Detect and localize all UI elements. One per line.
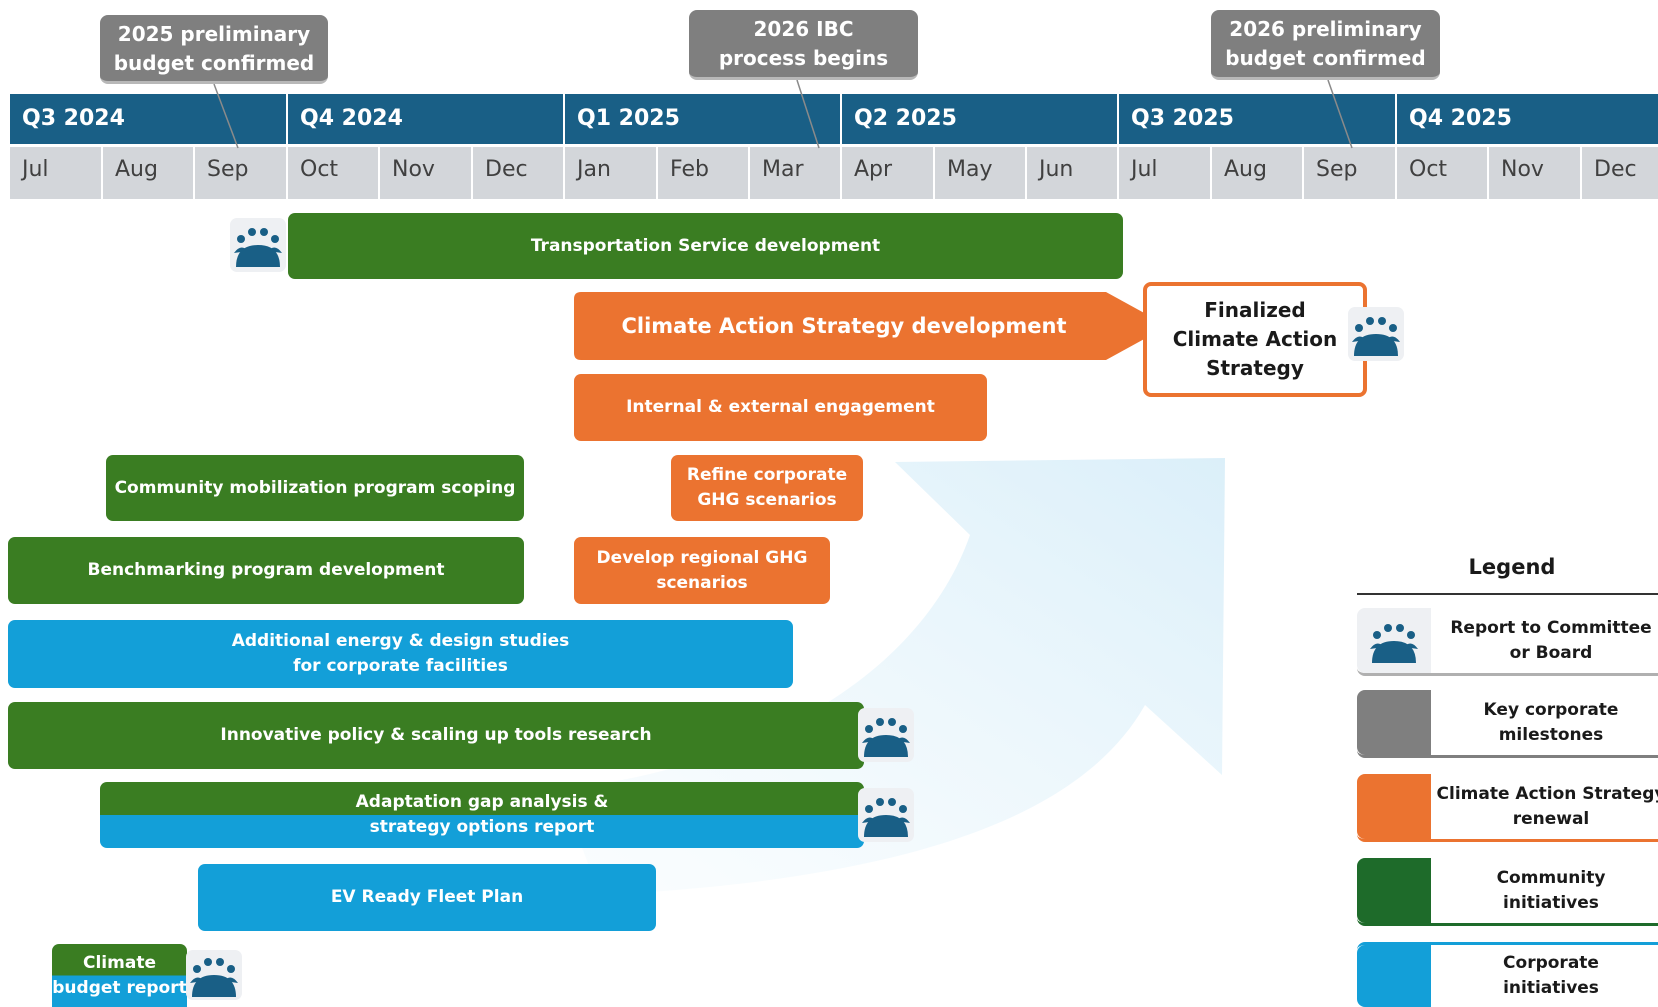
month-dec-2024: Dec [473,147,565,199]
legend-label: Report to Committee or Board [1450,617,1652,663]
legend-title: Legend [1357,555,1658,595]
month-oct-2024: Oct [288,147,380,199]
month-nov-2024: Nov [380,147,473,199]
quarter-q4-2024: Q4 2024 [288,94,565,144]
month-sep-2025: Sep [1304,147,1397,199]
legend-item-milestones: Key corporate milestones [1357,690,1658,758]
bar-innovative-policy: Innovative policy & scaling up tools res… [8,702,864,769]
milestone-2025-preliminary-budget: 2025 preliminary budget confirmed [100,15,328,84]
bar-climate-action-strategy [574,292,1168,360]
bar-benchmarking-program: Benchmarking program development [8,537,524,604]
month-sep-2024: Sep [195,147,288,199]
bar-internal-external-engagement: Internal & external engagement [574,374,987,441]
milestone-2026-preliminary-budget: 2026 preliminary budget confirmed [1211,10,1440,80]
legend-label: Corporate initiatives [1503,953,1599,998]
month-jul-2024: Jul [10,147,103,199]
people-icon [1348,307,1404,361]
legend-swatch-gray [1357,690,1431,755]
legend-swatch-blue [1357,945,1431,1007]
bar-transportation-service: Transportation Service development [288,213,1123,279]
legend-swatch-orange [1357,774,1431,839]
legend-label: Key corporate milestones [1483,699,1619,745]
people-icon [1357,608,1431,673]
bar-develop-regional-ghg: Develop regional GHG scenarios [574,537,830,604]
bar-climate-budget-report: Climate budget report [52,944,187,1007]
bar-ev-ready-fleet-plan: EV Ready Fleet Plan [198,864,656,931]
legend-label: Community initiatives [1496,867,1606,913]
people-icon [186,950,242,1000]
legend-item-corporate: Corporate initiatives [1357,942,1658,1007]
month-jun-2025: Jun [1027,147,1119,199]
month-nov-2025: Nov [1489,147,1582,199]
month-apr-2025: Apr [842,147,935,199]
people-icon [230,218,286,272]
people-icon [858,708,914,762]
legend-swatch-green [1357,858,1431,923]
legend-item-community: Community initiatives [1357,858,1658,926]
finalized-climate-action-strategy: Finalized Climate Action Strategy [1143,282,1367,397]
month-dec-2025: Dec [1582,147,1658,199]
bar-community-mobilization: Community mobilization program scoping [106,455,524,521]
month-feb-2025: Feb [658,147,750,199]
legend-item-climate-action: Climate Action Strategy renewal [1357,774,1658,842]
month-jan-2025: Jan [565,147,658,199]
month-aug-2024: Aug [103,147,195,199]
quarter-q2-2025: Q2 2025 [842,94,1119,144]
bar-refine-corporate-ghg: Refine corporate GHG scenarios [671,455,863,521]
month-mar-2025: Mar [750,147,842,199]
quarter-q4-2025: Q4 2025 [1397,94,1658,144]
month-jul-2025: Jul [1119,147,1212,199]
month-aug-2025: Aug [1212,147,1304,199]
bar-adaptation-gap-analysis: Adaptation gap analysis & strategy optio… [100,782,864,848]
month-oct-2025: Oct [1397,147,1489,199]
milestone-2026-ibc-process: 2026 IBC process begins [689,10,918,80]
milestone-leader-lines [213,79,1353,149]
legend-label: Climate Action Strategy renewal [1436,783,1658,829]
quarter-q3-2024: Q3 2024 [10,94,288,144]
climate-action-strategy-label: Climate Action Strategy development [621,314,1067,338]
legend-item-report: Report to Committee or Board [1357,608,1658,676]
bar-energy-design-studies: Additional energy & design studies for c… [8,620,793,688]
quarter-q1-2025: Q1 2025 [565,94,842,144]
people-icon [858,788,914,842]
month-may-2025: May [935,147,1027,199]
quarter-q3-2025: Q3 2025 [1119,94,1397,144]
